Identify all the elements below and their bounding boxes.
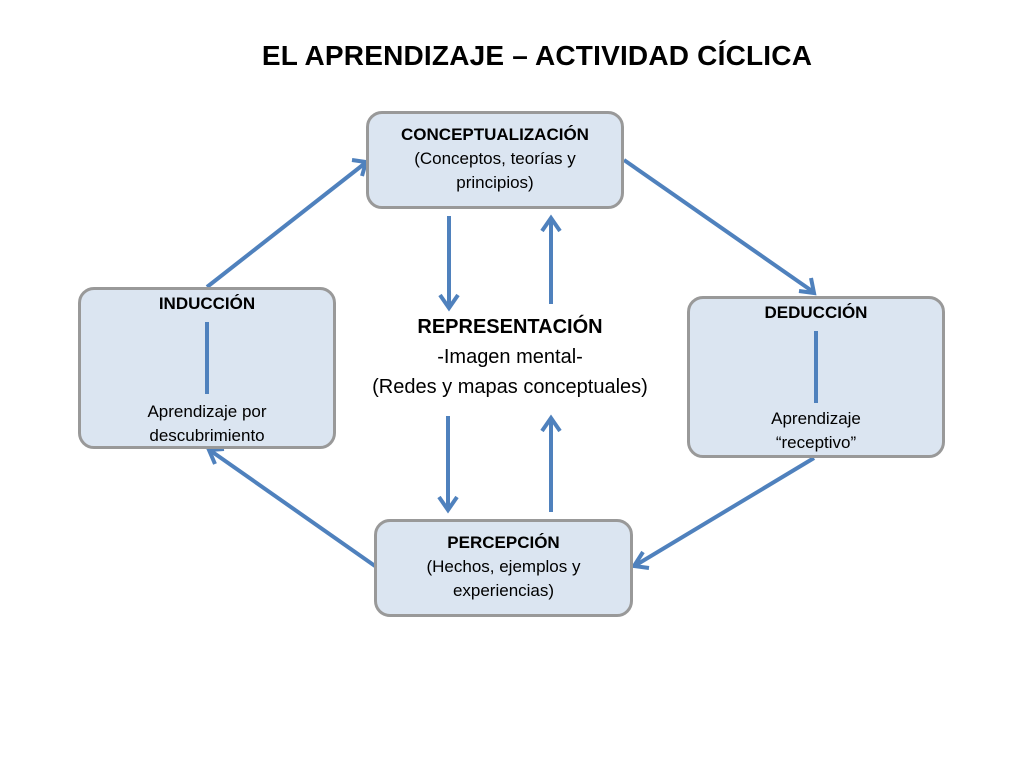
node-text: Aprendizaje por bbox=[147, 402, 267, 421]
arrowhead bbox=[630, 550, 650, 570]
node-text: principios) bbox=[456, 173, 534, 192]
connector-line bbox=[814, 331, 818, 403]
connector-line bbox=[205, 322, 209, 394]
node-heading: DEDUCCIÓN bbox=[764, 303, 868, 322]
arrowhead bbox=[438, 293, 460, 312]
node-deduccion: DEDUCCIÓN Aprendizaje “receptivo” bbox=[687, 296, 945, 458]
diagram-title: EL APRENDIZAJE – ACTIVIDAD CÍCLICA bbox=[261, 40, 813, 71]
node-heading: CONCEPTUALIZACIÓN bbox=[401, 125, 589, 144]
arrow-percepcion-to-induccion bbox=[209, 449, 377, 568]
node-heading: INDUCCIÓN bbox=[158, 294, 256, 313]
node-text: experiencias) bbox=[452, 581, 555, 600]
node-representacion: REPRESENTACIÓN -Imagen mental- (Redes y … bbox=[340, 312, 680, 402]
node-heading: PERCEPCIÓN bbox=[447, 533, 560, 552]
node-text: (Hechos, ejemplos y bbox=[426, 557, 581, 576]
node-text: Aprendizaje bbox=[771, 409, 861, 428]
node-heading: REPRESENTACIÓN bbox=[417, 316, 603, 338]
arrow-conceptualizacion-to-deduccion bbox=[622, 158, 814, 293]
arrowhead bbox=[540, 414, 562, 433]
node-percepcion: PERCEPCIÓN (Hechos, ejemplos y experienc… bbox=[374, 519, 633, 617]
node-induccion: INDUCCIÓN Aprendizaje por descubrimiento bbox=[78, 287, 336, 449]
node-text: -Imagen mental- bbox=[437, 346, 583, 368]
node-text: (Conceptos, teorías y bbox=[414, 149, 576, 168]
arrow-induccion-to-conceptualizacion bbox=[205, 162, 366, 289]
arrowhead bbox=[540, 214, 562, 233]
node-conceptualizacion: CONCEPTUALIZACIÓN (Conceptos, teorías y … bbox=[366, 111, 624, 209]
arrow-deduccion-to-percepcion bbox=[634, 456, 816, 567]
node-text: (Redes y mapas conceptuales) bbox=[372, 376, 648, 398]
arrowhead bbox=[798, 277, 817, 296]
node-text: “receptivo” bbox=[775, 433, 857, 452]
arrowhead bbox=[206, 447, 225, 465]
node-text: descubrimiento bbox=[149, 426, 265, 445]
arrowhead bbox=[437, 495, 459, 514]
